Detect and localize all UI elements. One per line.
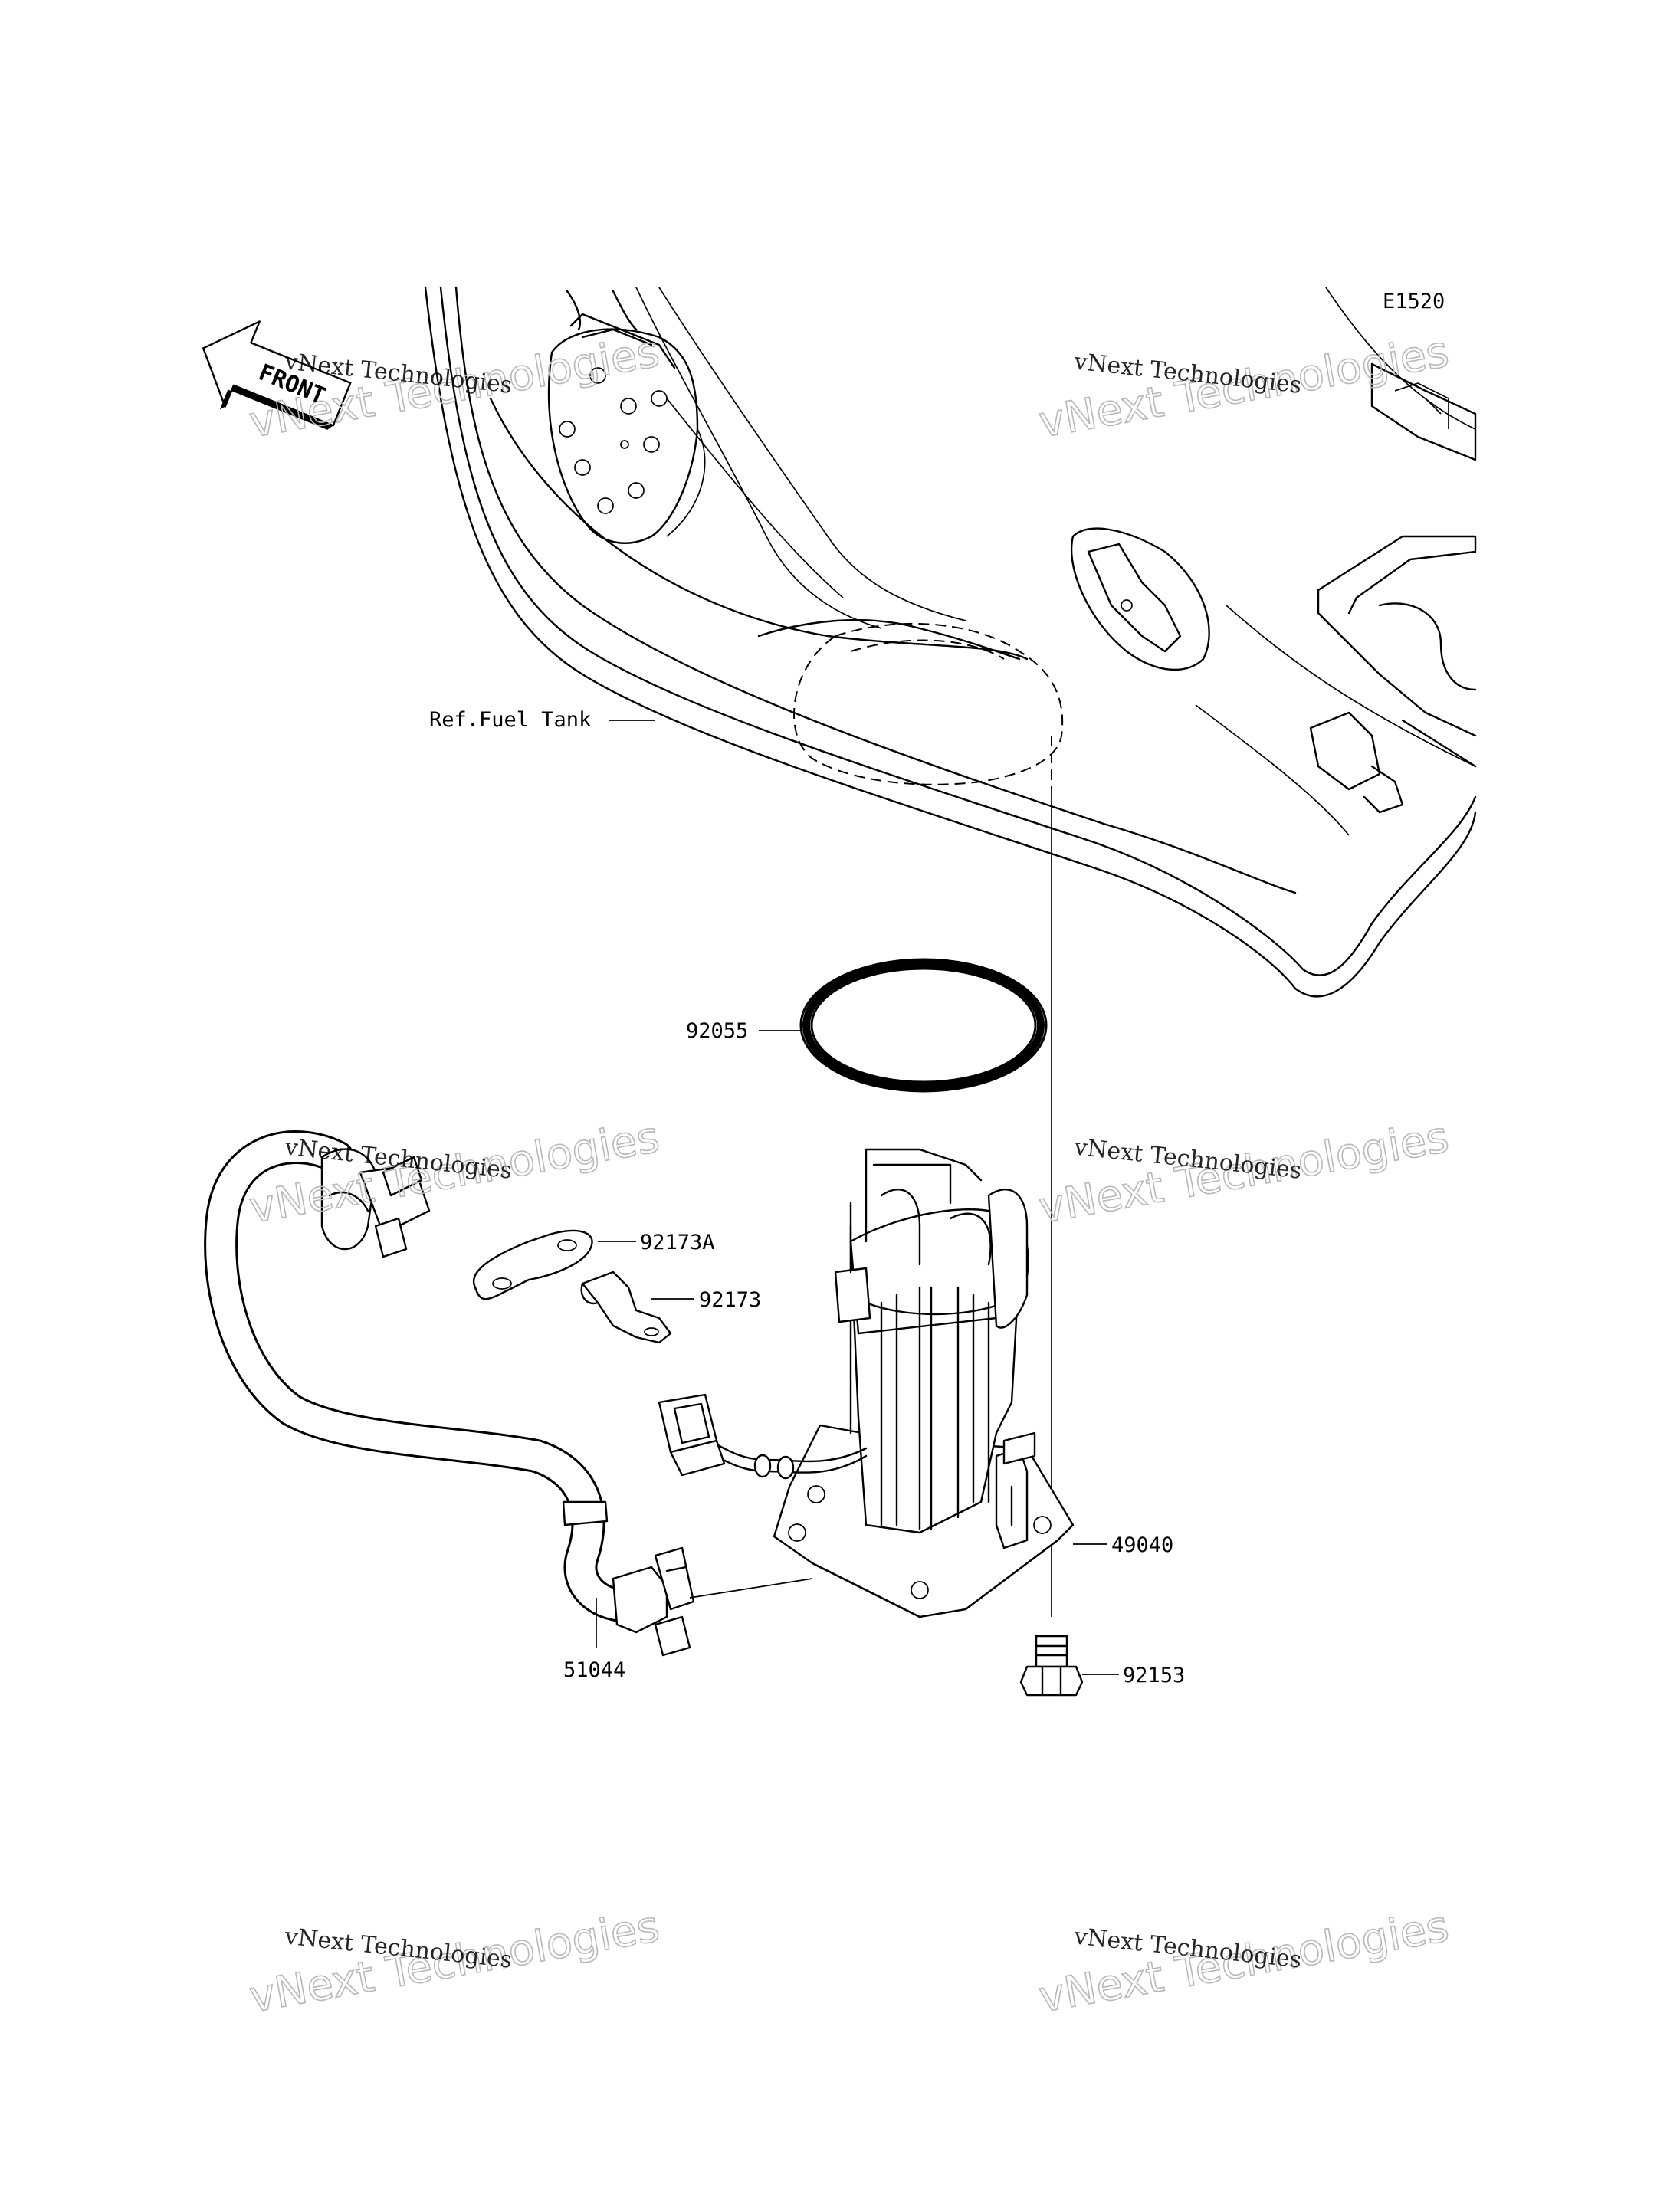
watermark-3: vNext Technologies vNext Technologies [245,1112,664,1235]
fuel-pump-assembly [658,1148,1075,1618]
watermark-1: vNext Technologies vNext Technologies [245,326,664,449]
filler-cap-assembly [547,290,706,544]
pump-opening-inner-dashed [850,639,1005,660]
fuel-tank-outline [424,286,1477,998]
part-label-92055: 92055 [686,1019,748,1043]
watermark-4: vNext Technologies vNext Technologies [1035,1112,1453,1235]
mounting-plate [473,1229,593,1300]
part-label-51044: 51044 [563,1658,625,1682]
front-direction-arrow: FRONT [202,320,352,430]
tank-mount-tab [1070,527,1210,671]
tank-side-bracket [1309,535,1477,814]
watermark-2: vNext Technologies vNext Technologies [1035,326,1453,449]
part-label-92173: 92173 [699,1288,761,1312]
tank-top-connector [1370,362,1477,461]
part-label-92173A: 92173A [640,1231,715,1254]
pump-opening-dashed [793,622,1064,785]
mounting-bolt [1019,1635,1084,1697]
fuel-hose [204,1130,695,1657]
watermark-5: vNext Technologies vNext Technologies [245,1901,664,2024]
part-label-49040: 49040 [1111,1533,1173,1557]
watermark-6: vNext Technologies vNext Technologies [1035,1901,1453,2024]
o-ring-gasket [799,958,1048,1093]
ref-fuel-tank-label: Ref.Fuel Tank [429,708,591,732]
hose-clamp [580,1271,672,1344]
part-label-92153: 92153 [1123,1664,1185,1687]
leader-line-51044-to-flange [689,1578,813,1599]
diagram-code: E1520 [1383,290,1445,313]
